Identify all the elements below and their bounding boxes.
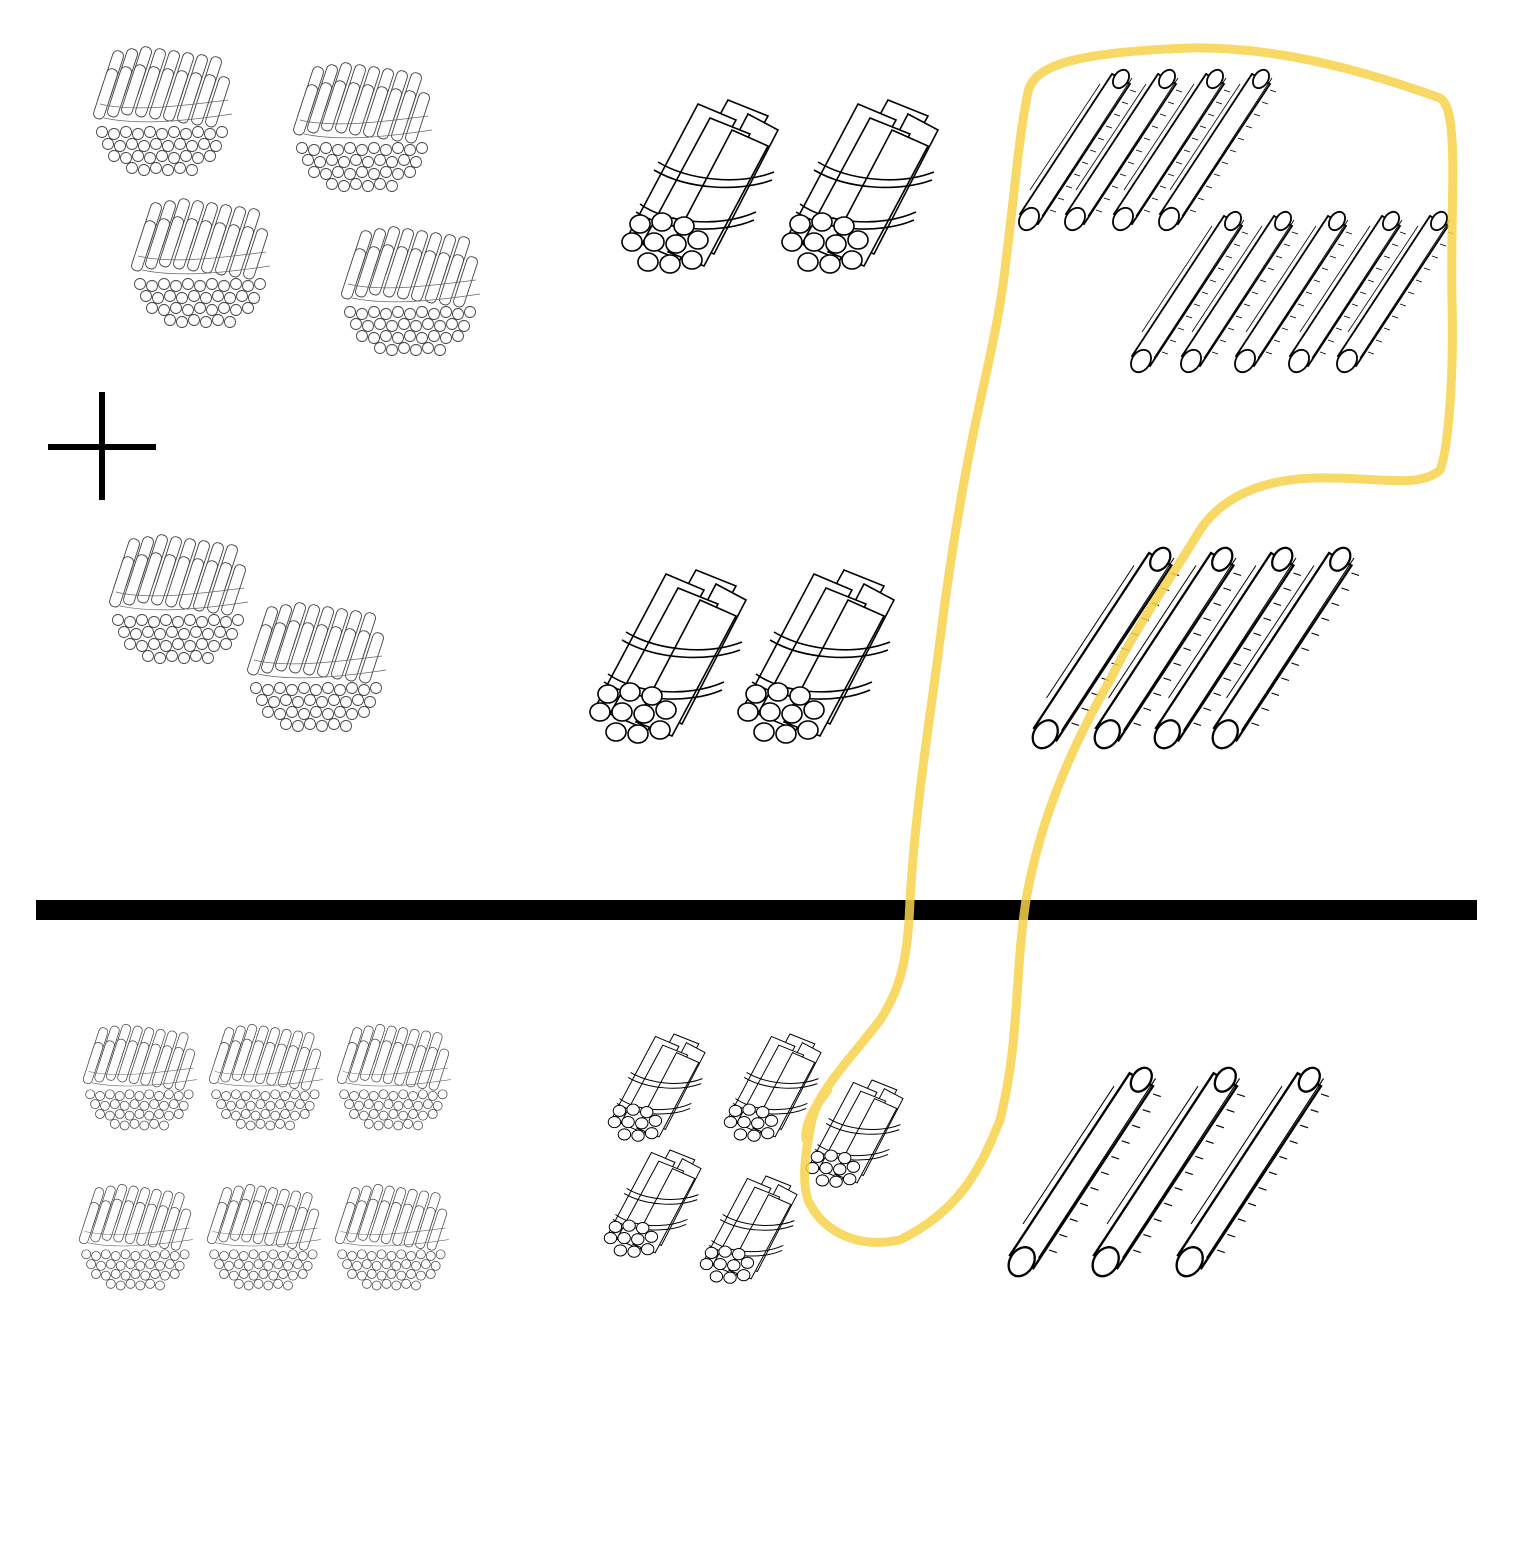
ten-bundle-icon — [603, 1149, 702, 1258]
bottom-hundreds-group — [107, 532, 387, 732]
hundred-bundle-icon — [77, 1182, 194, 1291]
hundred-bundle-icon — [129, 196, 271, 328]
ten-bundle-icon — [699, 1175, 798, 1284]
ten-bundle-icon — [589, 569, 747, 744]
hundred-bundle-icon — [335, 1022, 452, 1131]
sum-hundreds-group — [77, 1022, 452, 1291]
ten-bundle-icon — [781, 99, 939, 274]
sum-ones-group — [1002, 1062, 1330, 1283]
sum-line — [36, 900, 1477, 920]
hundred-bundle-icon — [207, 1022, 324, 1131]
hundred-bundle-icon — [107, 532, 249, 664]
ten-bundle-icon — [621, 99, 779, 274]
hundred-bundle-icon — [339, 224, 481, 356]
plus-icon — [48, 392, 156, 500]
top-hundreds-group — [91, 44, 481, 356]
top-ones-group — [1013, 65, 1455, 377]
top-tens-group — [621, 99, 939, 274]
ten-bundle-icon — [607, 1033, 706, 1142]
ten-bundle-icon — [737, 569, 895, 744]
single-stick-icon — [1170, 1062, 1330, 1283]
hundred-bundle-icon — [205, 1182, 322, 1291]
single-stick-icon — [1086, 1062, 1246, 1283]
sum-tens-group — [603, 1033, 904, 1284]
bottom-ones-group — [1026, 542, 1361, 755]
hundred-bundle-icon — [245, 600, 387, 732]
hundred-bundle-icon — [291, 60, 433, 192]
hundred-bundle-icon — [333, 1182, 450, 1291]
hundred-bundle-icon — [91, 44, 233, 176]
single-stick-icon — [1002, 1062, 1162, 1283]
regrouping-highlight-loop — [800, 43, 1458, 1247]
hundred-bundle-icon — [81, 1022, 198, 1131]
bottom-tens-group — [589, 569, 895, 744]
